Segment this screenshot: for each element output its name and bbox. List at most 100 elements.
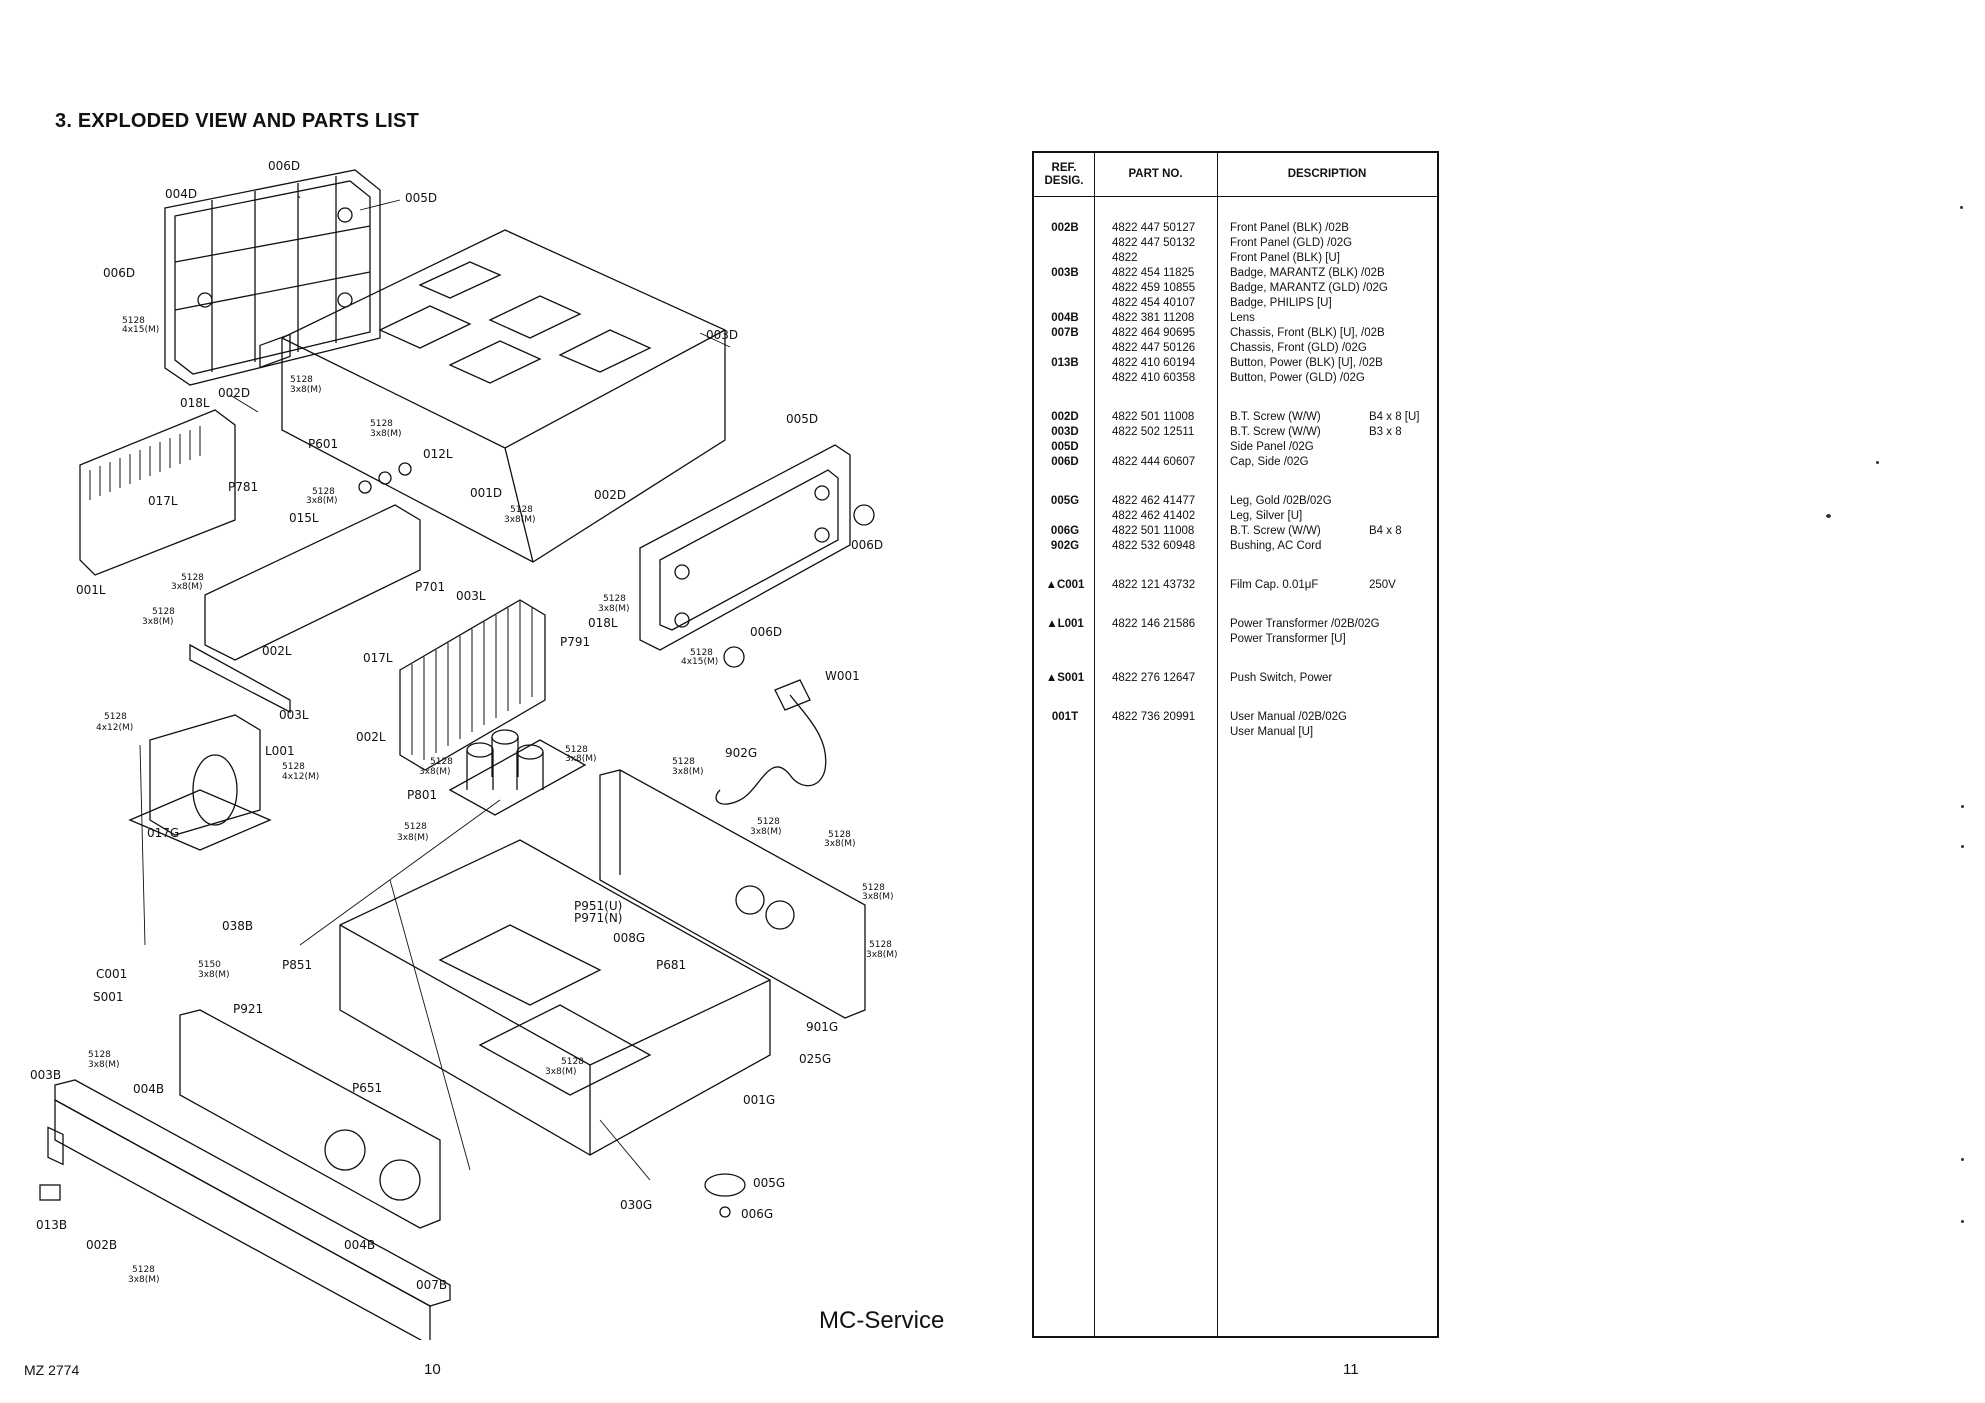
callout-5128: 5128 — [869, 940, 892, 950]
cell-ref: 006D — [1051, 456, 1079, 468]
page-number-right: 11 — [1343, 1361, 1359, 1378]
cell-ref: 013B — [1051, 357, 1079, 369]
leg-drawing — [704, 1173, 746, 1218]
callout-5128: 5128 — [104, 712, 127, 722]
row-group-spacer — [1034, 647, 1437, 671]
cell-part: 4822 454 40107 — [1112, 297, 1196, 309]
cell-ref: ▲C001 — [1045, 579, 1085, 591]
callout-screw-size: 3x8(M) — [672, 767, 704, 777]
callout-004B: 004B — [133, 1082, 164, 1096]
scan-mark — [1961, 1158, 1964, 1161]
cell-ref: 007B — [1051, 327, 1079, 339]
table-row: Power Transformer [U] — [1034, 632, 1437, 647]
callout-screw-size: 3x8(M) — [397, 833, 429, 843]
callout-018L: 018L — [588, 616, 618, 630]
cell-part: 4822 — [1112, 252, 1138, 264]
top-cover-drawing — [281, 229, 726, 563]
cell-extra: B4 x 8 [U] — [1369, 411, 1420, 423]
callout-P921: P921 — [233, 1002, 263, 1016]
callout-5128: 5128 — [132, 1265, 155, 1275]
exploded-view-diagram: 006D 004D 005D 006D 5128 4x15(M) 003D 00… — [30, 159, 898, 1340]
cell-desc: Front Panel (BLK) /02B — [1230, 222, 1349, 234]
callout-screw-size: 3x8(M) — [306, 496, 338, 506]
cell-part: 4822 447 50126 — [1112, 342, 1196, 354]
scan-mark — [1961, 1220, 1964, 1223]
callout-5128: 5128 — [565, 745, 588, 755]
callout-screw-size: 3x8(M) — [290, 385, 322, 395]
header-description: DESCRIPTION — [1287, 168, 1367, 180]
callout-5128: 5128 — [370, 419, 393, 429]
cell-desc: Leg, Silver [U] — [1230, 510, 1303, 522]
cell-desc: Push Switch, Power — [1230, 672, 1333, 684]
callout-025G: 025G — [799, 1052, 831, 1066]
header-ref-desig: REF. DESIG. — [1044, 161, 1084, 187]
cell-desc: Front Panel (GLD) /02G — [1230, 237, 1353, 249]
cell-part: 4822 532 60948 — [1112, 540, 1196, 552]
page-number-left: 10 — [424, 1361, 441, 1378]
cell-part: 4822 410 60358 — [1112, 372, 1196, 384]
callout-5128: 5128 — [603, 594, 626, 604]
cell-desc: Film Cap. 0.01μF — [1230, 579, 1319, 591]
callout-012L: 012L — [423, 447, 453, 461]
cell-ref: 902G — [1050, 540, 1080, 552]
cell-desc: Badge, MARANTZ (GLD) /02G — [1230, 282, 1388, 294]
row-group-spacer — [1034, 470, 1437, 494]
cell-part: 4822 121 43732 — [1112, 579, 1196, 591]
callout-labels: 006D 004D 005D 006D 5128 4x15(M) 003D 00… — [30, 159, 898, 1292]
callout-5128: 5128 — [430, 757, 453, 767]
callout-005D: 005D — [786, 412, 818, 426]
callout-screw-size: 3x8(M) — [504, 515, 536, 525]
cell-extra: B4 x 8 — [1369, 525, 1402, 537]
callout-screw-size: 4x12(M) — [96, 723, 133, 733]
callout-006D: 006D — [851, 538, 883, 552]
callout-screw-size: 3x8(M) — [128, 1275, 160, 1285]
callout-5128: 5128 — [88, 1050, 111, 1060]
bottom-chassis-drawing — [339, 839, 771, 1156]
watermark: MC-Service — [819, 1307, 945, 1334]
cell-ref: 002D — [1051, 411, 1079, 423]
callout-C001: C001 — [96, 967, 127, 981]
callout-screw-size: 3x8(M) — [88, 1060, 120, 1070]
cell-desc: B.T. Screw (W/W) — [1230, 426, 1321, 438]
cell-ref: 003B — [1051, 267, 1079, 279]
callout-003D: 003D — [706, 328, 738, 342]
callout-P801: P801 — [407, 788, 437, 802]
cell-part: 4822 146 21586 — [1112, 618, 1196, 630]
front-assembly-drawing — [39, 1009, 451, 1340]
front-frame-drawing — [164, 169, 381, 386]
cell-desc: Lens — [1230, 312, 1255, 324]
cell-extra: 250V — [1369, 579, 1396, 591]
cell-part: 4822 381 11208 — [1112, 312, 1195, 324]
cell-part: 4822 462 41477 — [1112, 495, 1196, 507]
cell-desc: Badge, MARANTZ (BLK) /02B — [1230, 267, 1385, 279]
callout-001D: 001D — [470, 486, 502, 500]
callout-P781: P781 — [228, 480, 258, 494]
callout-P651: P651 — [352, 1081, 382, 1095]
callout-002D: 002D — [594, 488, 626, 502]
callout-5128: 5128 — [312, 487, 335, 497]
cell-part: 4822 501 11008 — [1112, 411, 1195, 423]
callout-001G: 001G — [743, 1093, 775, 1107]
callout-screw-size: 3x8(M) — [824, 839, 856, 849]
cell-ref: 001T — [1051, 711, 1079, 723]
callout-007B: 007B — [416, 1278, 447, 1292]
cell-extra: B3 x 8 — [1369, 426, 1402, 438]
cell-desc: Button, Power (GLD) /02G — [1230, 372, 1365, 384]
header-part-no: PART NO. — [1128, 168, 1183, 180]
callout-S001: S001 — [93, 990, 124, 1004]
callout-L001: L001 — [265, 744, 295, 758]
cell-part: 4822 459 10855 — [1112, 282, 1196, 294]
scan-mark — [1961, 805, 1964, 808]
callout-005D: 005D — [405, 191, 437, 205]
row-group-spacer — [1034, 686, 1437, 710]
callout-P681: P681 — [656, 958, 686, 972]
